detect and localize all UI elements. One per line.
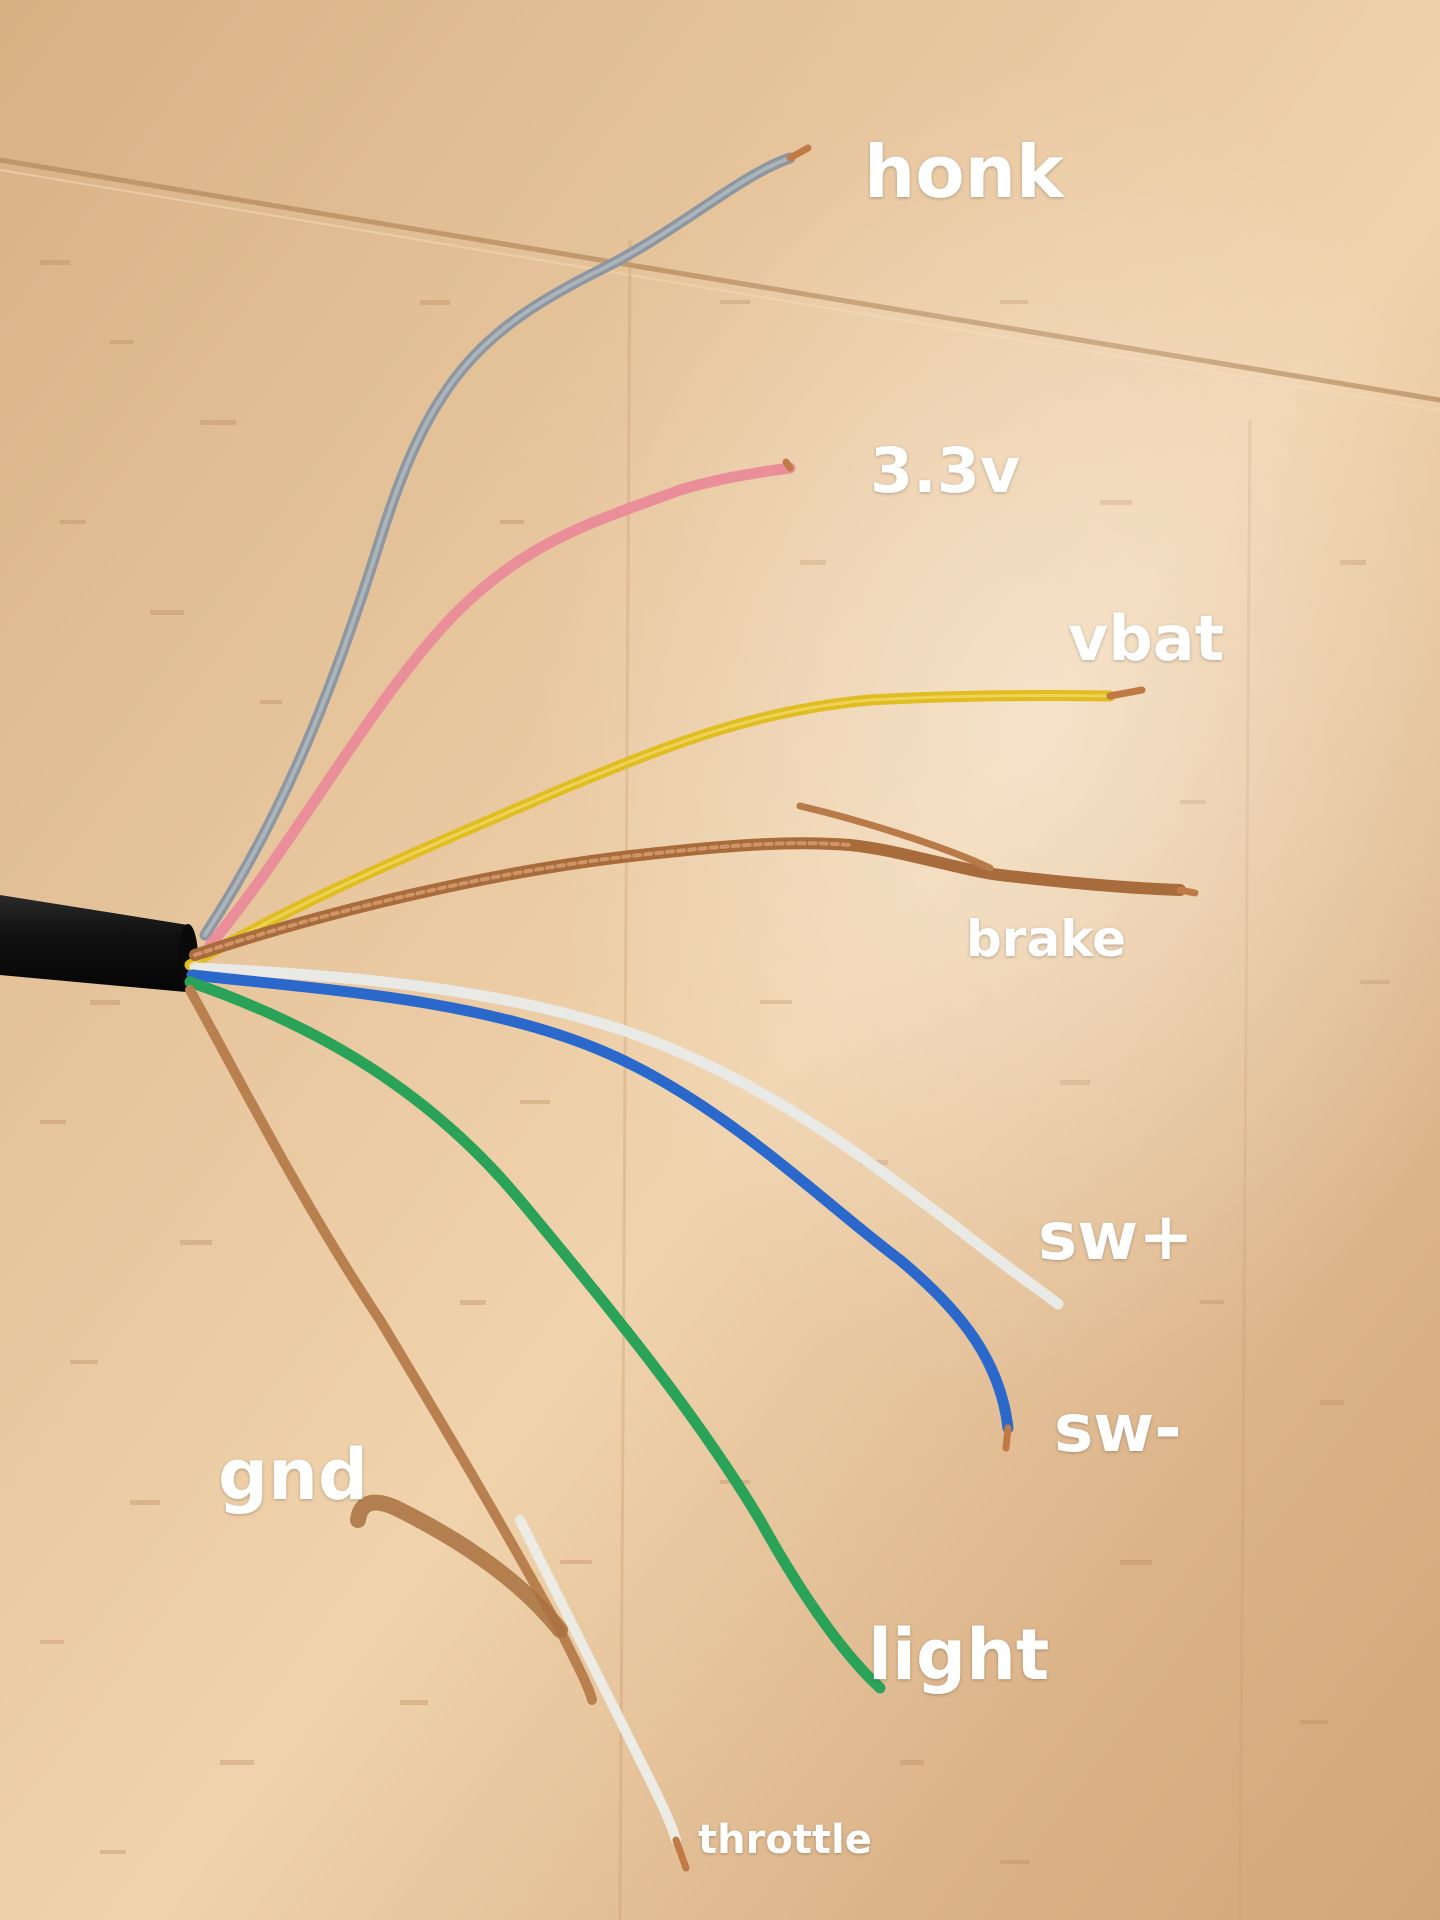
label-honk: honk <box>864 130 1064 214</box>
label-light: light <box>868 1614 1050 1696</box>
label-throttle: throttle <box>698 1817 872 1863</box>
wires <box>184 144 1199 1872</box>
wire-pink-3v3 <box>204 462 796 951</box>
label-brake: brake <box>966 910 1127 968</box>
label-sw-plus: sw+ <box>1038 1198 1194 1275</box>
label-vbat: vbat <box>1068 602 1225 675</box>
wire-copper-gnd <box>185 985 597 1705</box>
label-3v3: 3.3v <box>870 434 1021 507</box>
wire-white-swplus <box>189 962 1064 1310</box>
wire-white-throttle <box>515 1515 681 1845</box>
wire-blue-swminus <box>186 969 1014 1434</box>
label-gnd: gnd <box>218 1434 369 1516</box>
wire-green-light <box>184 976 886 1694</box>
label-sw-minus: sw- <box>1054 1390 1182 1467</box>
